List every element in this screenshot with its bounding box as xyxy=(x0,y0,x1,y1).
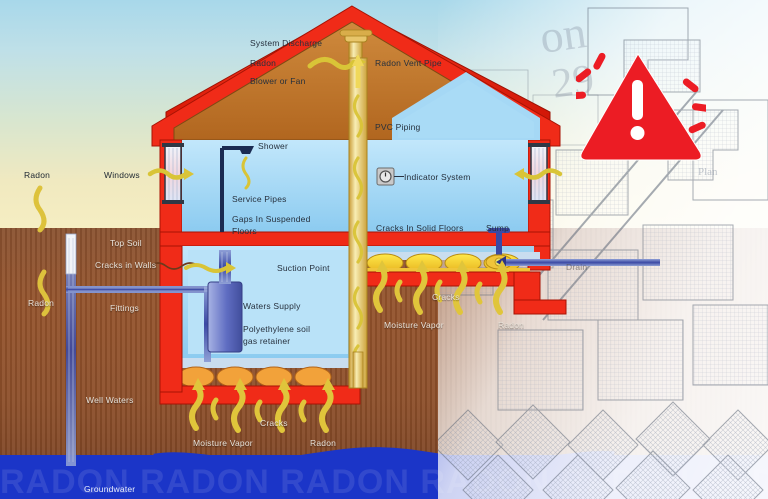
label-well-waters: Well Waters xyxy=(86,395,134,405)
radon-squiggle-soil xyxy=(37,269,51,317)
label-windows: Windows xyxy=(104,170,140,180)
blueprint-text-plan: Plan xyxy=(698,166,718,178)
label-radon-vent-pipe: Radon Vent Pipe xyxy=(375,58,442,68)
radon-arrows-right xyxy=(373,265,508,315)
label-radon-attic: Radon xyxy=(250,58,277,68)
label-drain: Drain xyxy=(566,262,588,272)
warning-triangle-icon xyxy=(576,52,706,161)
window-left xyxy=(147,143,194,204)
label-radon-sky: Radon xyxy=(24,170,51,180)
label-gaps-in-suspended-floors: Gaps In Suspended Floors xyxy=(232,214,311,236)
label-indicator-system: Indicator System xyxy=(404,172,471,182)
label-cracks-left: Cracks xyxy=(260,418,288,428)
radon-squiggle-sky xyxy=(33,185,47,233)
label-top-soil: Top Soil xyxy=(110,238,142,248)
label-pvc-piping: PVC Piping xyxy=(375,122,421,132)
label-suction-point: Suction Point xyxy=(277,263,330,273)
label-moisture-vapor-left: Moisture Vapor xyxy=(193,438,253,448)
label-polyethylene-soil: Polyethylene soil xyxy=(243,324,311,334)
label-service-pipes: Service Pipes xyxy=(232,194,287,204)
label-cracks-in-walls: Cracks in Walls xyxy=(95,260,157,270)
label-fittings: Fittings xyxy=(110,303,139,313)
indicator-gauge xyxy=(376,167,404,186)
label-waters-supply: Waters Supply xyxy=(243,301,301,311)
label-system-discharge: System Discharge xyxy=(250,38,323,48)
label-blower-or-fan: Blower or Fan xyxy=(250,76,306,86)
label-shower: Shower xyxy=(258,141,289,151)
warning-radiating-dashes xyxy=(576,52,706,134)
label-sump: Sump xyxy=(486,223,510,233)
window-right xyxy=(514,143,563,204)
label-cracks-in-solid-floors: Cracks In Solid Floors xyxy=(376,223,464,233)
label-radon-right: Radon xyxy=(498,320,525,330)
label-gas-retainer: gas retainer xyxy=(243,336,291,346)
label-groundwater: Groundwater xyxy=(84,484,136,494)
label-moisture-vapor-right: Moisture Vapor xyxy=(384,320,444,330)
radon-arrows-bottom xyxy=(189,385,334,433)
label-radon-bottom: Radon xyxy=(310,438,337,448)
well-pipe xyxy=(65,233,77,466)
label-radon-soil: Radon xyxy=(28,298,55,308)
shower-fixture xyxy=(220,146,254,232)
label-cracks-right: Cracks xyxy=(432,292,460,302)
